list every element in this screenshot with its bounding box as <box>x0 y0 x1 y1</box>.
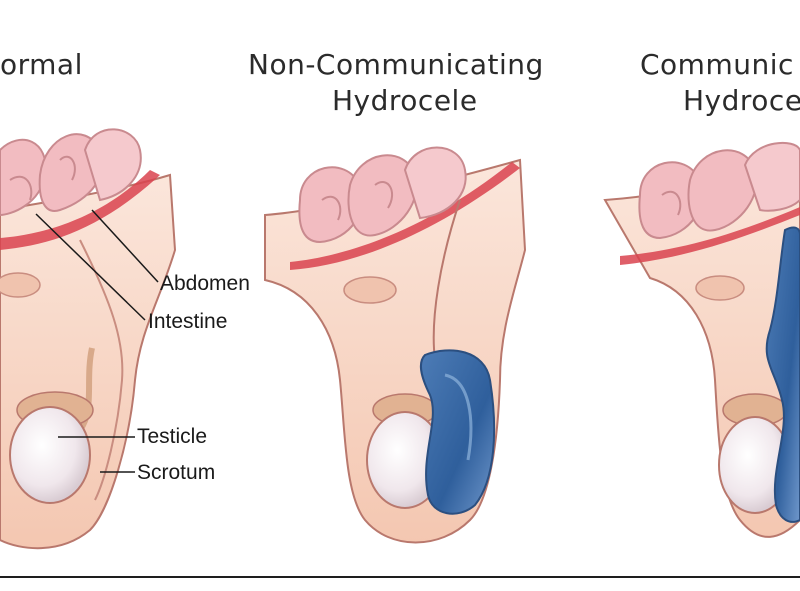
noncommunicating-panel-art <box>264 146 527 544</box>
noncomm-intestine <box>298 146 467 244</box>
normal-panel-art <box>0 128 177 550</box>
normal-spermatic-cord <box>77 347 95 432</box>
title-communicating-line2: Hydroce <box>683 84 800 117</box>
label-intestine: Intestine <box>148 310 228 333</box>
title-communicating-line1: Communic <box>640 48 794 81</box>
label-testicle: Testicle <box>137 425 208 448</box>
normal-abdomen-wall <box>0 170 160 250</box>
normal-intestine <box>0 128 142 217</box>
noncomm-hydrocele-fluid <box>419 349 496 515</box>
title-normal: ormal <box>0 48 83 81</box>
comm-abdomen-wall <box>620 207 800 265</box>
comm-pubic-bone <box>695 275 745 301</box>
noncomm-pubic-bone <box>343 276 397 304</box>
communicating-panel-art <box>603 142 800 538</box>
noncomm-inguinal-canal <box>432 199 461 361</box>
bottom-divider <box>0 576 800 578</box>
label-abdomen: Abdomen <box>160 272 250 295</box>
label-scrotum: Scrotum <box>137 461 216 484</box>
title-noncommunicating-line1: Non-Communicating <box>248 48 544 81</box>
noncomm-abdomen-wall <box>290 162 520 270</box>
normal-testicle <box>9 406 91 504</box>
normal-pubic-bone <box>0 272 41 298</box>
leader-intestine <box>35 213 146 321</box>
leader-abdomen <box>91 209 159 283</box>
title-noncommunicating-line2: Hydrocele <box>332 84 478 117</box>
comm-intestine <box>638 142 800 240</box>
